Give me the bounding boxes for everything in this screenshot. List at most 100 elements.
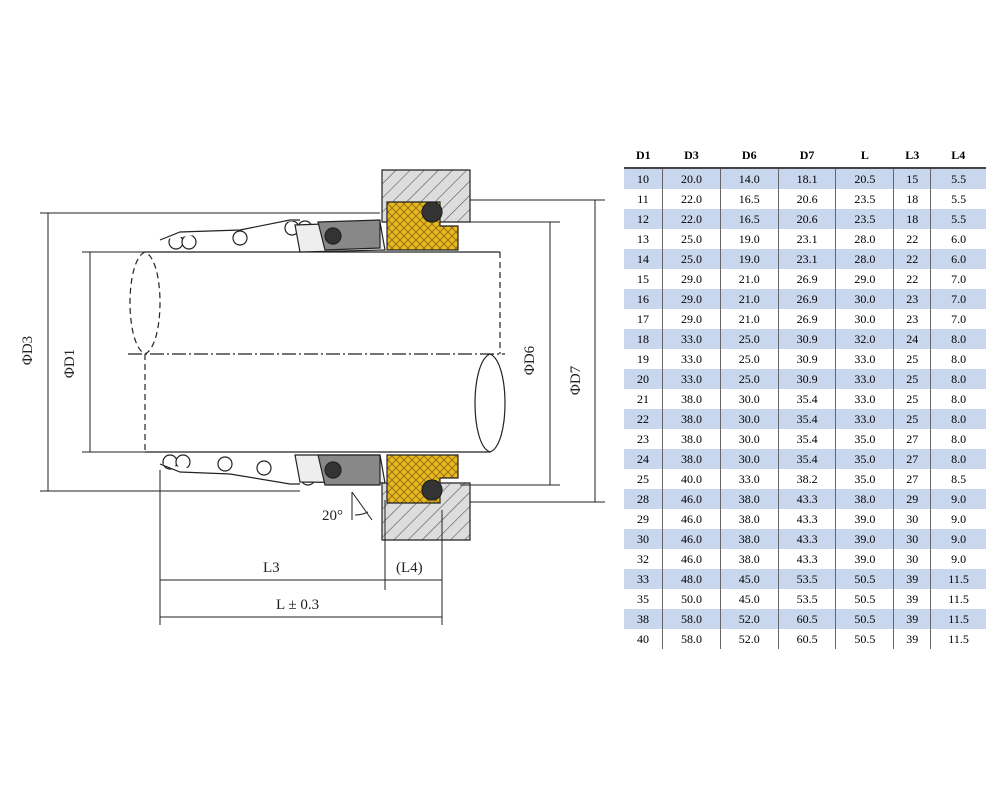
- table-cell: 53.5: [777, 589, 836, 609]
- table-cell: 30.0: [719, 409, 779, 429]
- table-cell: 35.4: [777, 389, 836, 409]
- table-cell: 8.0: [930, 369, 986, 389]
- table-cell: 16: [624, 289, 663, 309]
- table-cell: 46.0: [662, 489, 721, 509]
- table-cell: 8.0: [930, 429, 986, 449]
- l4-label: (L4): [396, 560, 423, 576]
- table-cell: 7.0: [930, 289, 986, 309]
- table-cell: 15: [893, 168, 931, 189]
- table-cell: 30.9: [777, 369, 836, 389]
- table-cell: 43.3: [777, 549, 836, 569]
- table-cell: 22.0: [662, 209, 721, 229]
- table-cell: 39: [893, 569, 931, 589]
- table-cell: 25.0: [719, 349, 779, 369]
- table-cell: 35.4: [777, 409, 836, 429]
- table-cell: 50.5: [835, 569, 894, 589]
- table-cell: 29.0: [662, 269, 721, 289]
- table-cell: 38.0: [719, 549, 779, 569]
- dimension-lines: [40, 199, 605, 625]
- table-cell: 29: [637, 511, 650, 526]
- table-cell: 21.0: [719, 309, 779, 329]
- table-cell: 30.0: [719, 449, 779, 469]
- table-cell: 24: [893, 329, 931, 349]
- table-cell: 43.3: [777, 529, 836, 549]
- l3-label: L3: [263, 560, 280, 576]
- table-cell: 18: [893, 209, 931, 229]
- column-header: L: [835, 143, 894, 169]
- table-cell: 29: [893, 489, 931, 509]
- table-cell: 29.0: [835, 269, 894, 289]
- table-cell: 35.4: [777, 449, 836, 469]
- table-cell: 35: [637, 591, 650, 606]
- table-cell: 20.0: [662, 168, 721, 189]
- table-cell: 30.0: [835, 289, 894, 309]
- table-cell: 28.0: [835, 249, 894, 269]
- table-cell: 43.3: [777, 489, 836, 509]
- table-cell: 21.0: [719, 289, 779, 309]
- spring-top: [159, 219, 313, 250]
- table-cell: 27: [893, 469, 931, 489]
- table-cell: 45.0: [719, 569, 779, 589]
- seat-top: [386, 201, 459, 251]
- table-cell: 39.0: [835, 509, 894, 529]
- shaft: [128, 251, 506, 453]
- table-cell: 33.0: [835, 409, 894, 429]
- table-cell: 25.0: [719, 369, 779, 389]
- table-cell: 21.0: [719, 269, 779, 289]
- table-cell: 53.5: [777, 569, 836, 589]
- table-cell: 38.0: [835, 489, 894, 509]
- table-cell: 30: [893, 509, 931, 529]
- table-cell: 28.0: [835, 229, 894, 249]
- table-cell: 25.0: [719, 329, 779, 349]
- table-cell: 25: [893, 349, 931, 369]
- table-cell: 8.0: [930, 449, 986, 469]
- table-cell: 35.0: [835, 429, 894, 449]
- table-cell: 33.0: [662, 369, 721, 389]
- table-cell: 30: [893, 529, 931, 549]
- table-cell: 46.0: [662, 549, 721, 569]
- table-cell: 6.0: [930, 249, 986, 269]
- table-cell: 19.0: [719, 249, 779, 269]
- table-cell: 24: [624, 449, 663, 469]
- table-cell: 23: [893, 309, 931, 329]
- table-cell: 50.0: [662, 589, 721, 609]
- seat-bottom: [386, 454, 459, 504]
- table-cell: 23.5: [835, 189, 894, 209]
- table-cell: 21: [637, 391, 650, 406]
- table-cell: 16.5: [719, 189, 779, 209]
- table-cell: 40: [637, 631, 650, 646]
- table-cell: 28: [624, 489, 663, 509]
- table-cell: 23.5: [835, 209, 894, 229]
- table-cell: 46.0: [662, 509, 721, 529]
- table-cell: 48.0: [662, 569, 721, 589]
- table-cell: 39: [893, 629, 931, 649]
- column-header: D3: [662, 143, 721, 169]
- table-cell: 8.5: [930, 469, 986, 489]
- table-cell: 33.0: [835, 369, 894, 389]
- table-cell: 19.0: [719, 229, 779, 249]
- table-cell: 27: [893, 429, 931, 449]
- table-cell: 20: [624, 369, 663, 389]
- table-cell: 33.0: [662, 329, 721, 349]
- table-cell: 23: [637, 431, 650, 446]
- table-cell: 30.9: [777, 349, 836, 369]
- table-cell: 30.9: [777, 329, 836, 349]
- table-cell: 33: [624, 569, 663, 589]
- table-cell: 38.2: [777, 469, 836, 489]
- table-cell: 39.0: [835, 549, 894, 569]
- table-cell: 11: [637, 191, 649, 206]
- table-cell: 9.0: [930, 509, 986, 529]
- table-cell: 7.0: [930, 269, 986, 289]
